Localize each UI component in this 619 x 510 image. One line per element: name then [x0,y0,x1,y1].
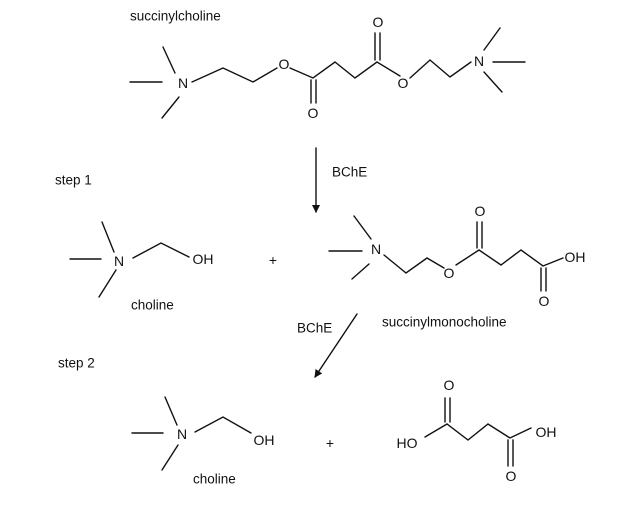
atom-oh: OH [193,251,214,267]
succinylmonocholine-label: succinylmonocholine [382,315,507,330]
atom-o: O [444,265,455,281]
atom-o: O [444,377,455,393]
atom-ho: HO [397,435,418,451]
step-2-label: step 2 [58,356,95,371]
atom-n: N [114,253,124,269]
atom-o: O [398,75,409,91]
reaction-arrow-2 [314,313,358,378]
succinic-acid-structure: HO O O OH [397,377,557,484]
choline-structure-1: N OH choline [69,221,214,313]
atom-o: O [373,14,384,30]
succinylmonocholine-structure: N O O O OH succinylmonocholine [328,203,586,330]
enzyme-label-1: BChE [332,165,367,180]
plus-sign-1: + [269,252,277,268]
step-1-label: step 1 [55,173,92,188]
atom-o: O [475,203,486,219]
atom-oh: OH [254,432,275,448]
atom-o: O [506,468,517,484]
succinylcholine-label: succinylcholine [130,9,221,24]
choline-label-2: choline [193,472,236,487]
atom-o: O [279,56,290,72]
enzyme-label-2: BChE [297,321,332,336]
atom-oh: OH [565,249,586,265]
plus-sign-2: + [326,435,334,451]
atom-o: O [308,105,319,121]
atom-oh: OH [536,424,557,440]
atom-n: N [371,241,381,257]
choline-structure-2: N OH choline [131,396,275,487]
atom-n: N [178,75,188,91]
choline-label-1: choline [131,298,174,313]
succinylcholine-structure: succinylcholine N O O O O N [129,9,526,121]
atom-o: O [539,293,550,309]
atom-n: N [474,53,484,69]
atom-n: N [177,426,187,442]
